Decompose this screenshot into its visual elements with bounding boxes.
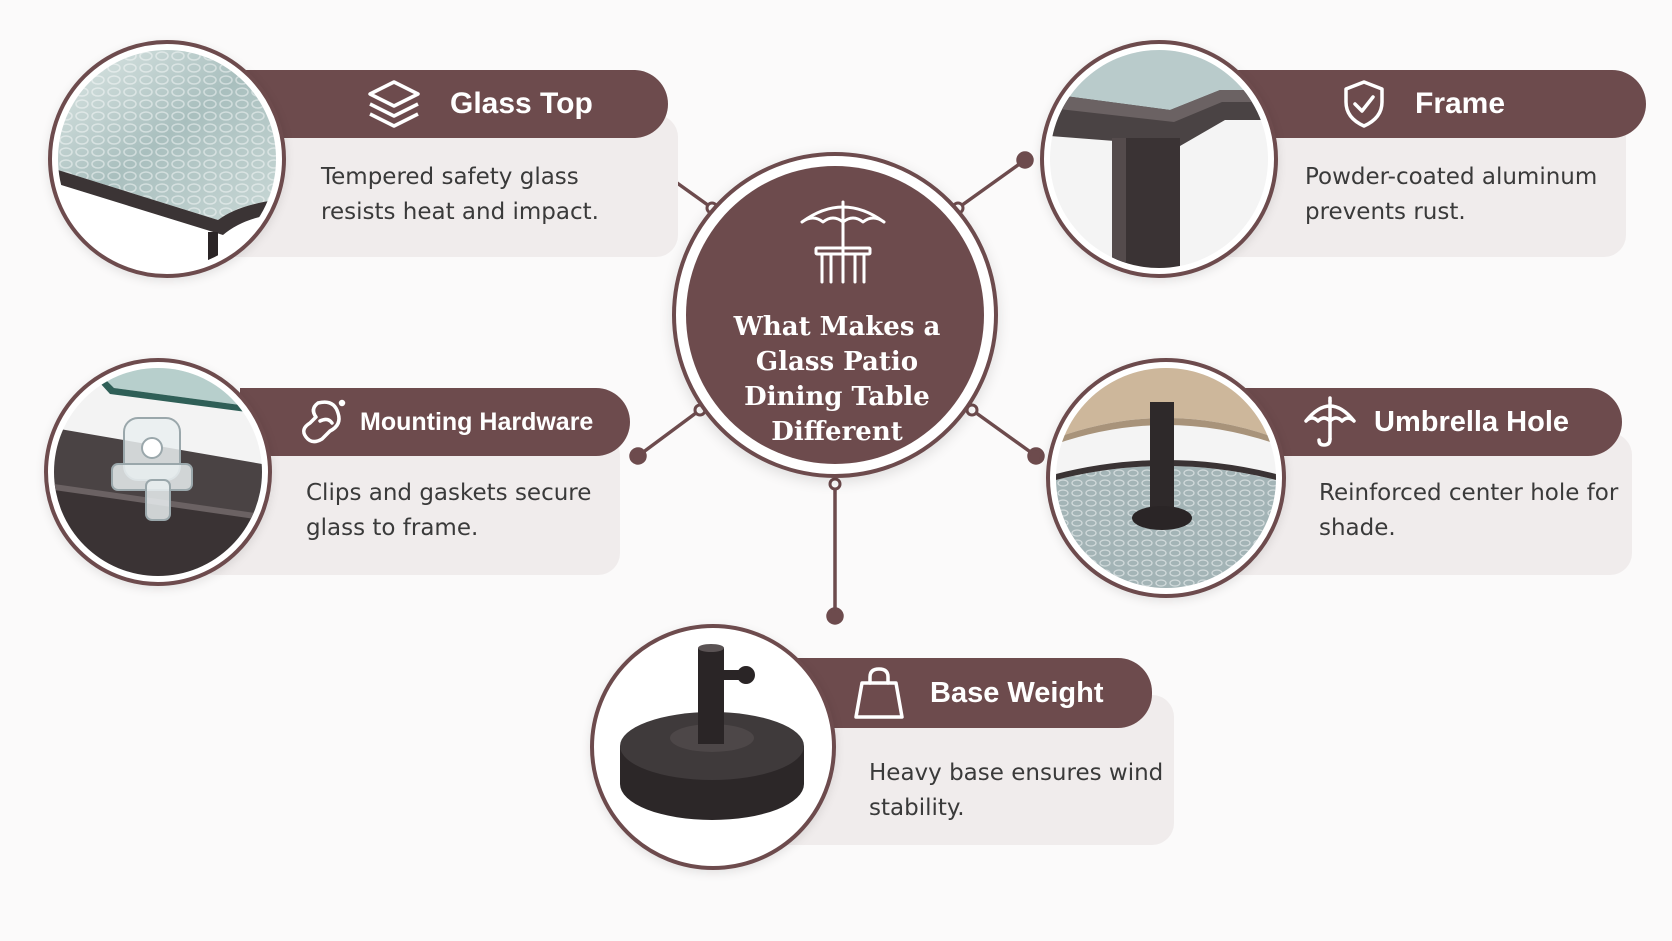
feature-header: Mounting Hardware <box>240 388 630 456</box>
feature-description: Reinforced center hole for shade. <box>1319 480 1619 541</box>
connector-dot-umbrella-hole <box>1027 447 1045 465</box>
connector-umbrella-hole <box>970 408 1038 458</box>
connector-dot-frame <box>1016 151 1034 169</box>
connector-mounting-hardware <box>636 408 702 458</box>
feature-description: Tempered safety glass resists heat and i… <box>321 164 599 225</box>
feature-description: Powder-coated aluminum prevents rust. <box>1305 164 1598 225</box>
feature-header: Umbrella Hole <box>1242 388 1622 456</box>
feature-title: Frame <box>1415 87 1506 120</box>
feature-card-base-weight: Base Weight Heavy base ensures wind stab… <box>590 620 1190 870</box>
mounting-hardware-photo <box>44 358 272 586</box>
feature-title: Glass Top <box>450 87 593 120</box>
weight-bag-icon <box>854 667 904 719</box>
feature-card-glass-top: Glass Top Tempered safety glass resists … <box>48 40 678 280</box>
connector-frame <box>956 158 1027 210</box>
feature-header: Base Weight <box>788 658 1152 728</box>
feature-title: Base Weight <box>930 676 1104 709</box>
clip-icon <box>302 399 346 444</box>
feature-title: Mounting Hardware <box>360 407 594 436</box>
feature-card-mounting-hardware: Mounting Hardware Clips and gaskets secu… <box>44 358 644 598</box>
patio-umbrella-table-icon <box>800 200 886 284</box>
feature-header: Glass Top <box>238 70 668 138</box>
feature-description: Heavy base ensures wind stability. <box>869 760 1164 821</box>
connector-dot-mounting-hardware <box>629 447 647 465</box>
feature-card-umbrella-hole: Umbrella Hole Reinforced center hole for… <box>1046 358 1646 598</box>
feature-title: Umbrella Hole <box>1374 405 1569 438</box>
center-circle: What Makes a Glass Patio Dining Table Di… <box>686 166 984 464</box>
base-weight-photo <box>590 624 836 870</box>
feature-header: Frame <box>1230 70 1646 138</box>
feature-card-frame: Frame Powder-coated aluminum prevents ru… <box>1040 40 1646 280</box>
frame-photo <box>1040 40 1278 278</box>
center-hub: What Makes a Glass Patio Dining Table Di… <box>672 152 998 478</box>
umbrella-hole-photo <box>1046 358 1286 598</box>
feature-description: Clips and gaskets secure glass to frame. <box>306 480 592 541</box>
layers-icon <box>368 80 420 128</box>
umbrella-icon <box>1304 396 1356 447</box>
glass-top-photo <box>48 40 286 278</box>
center-title: What Makes a Glass Patio Dining Table Di… <box>733 312 941 447</box>
shield-check-icon <box>1344 80 1384 128</box>
connector-dot-base-weight <box>826 607 844 625</box>
